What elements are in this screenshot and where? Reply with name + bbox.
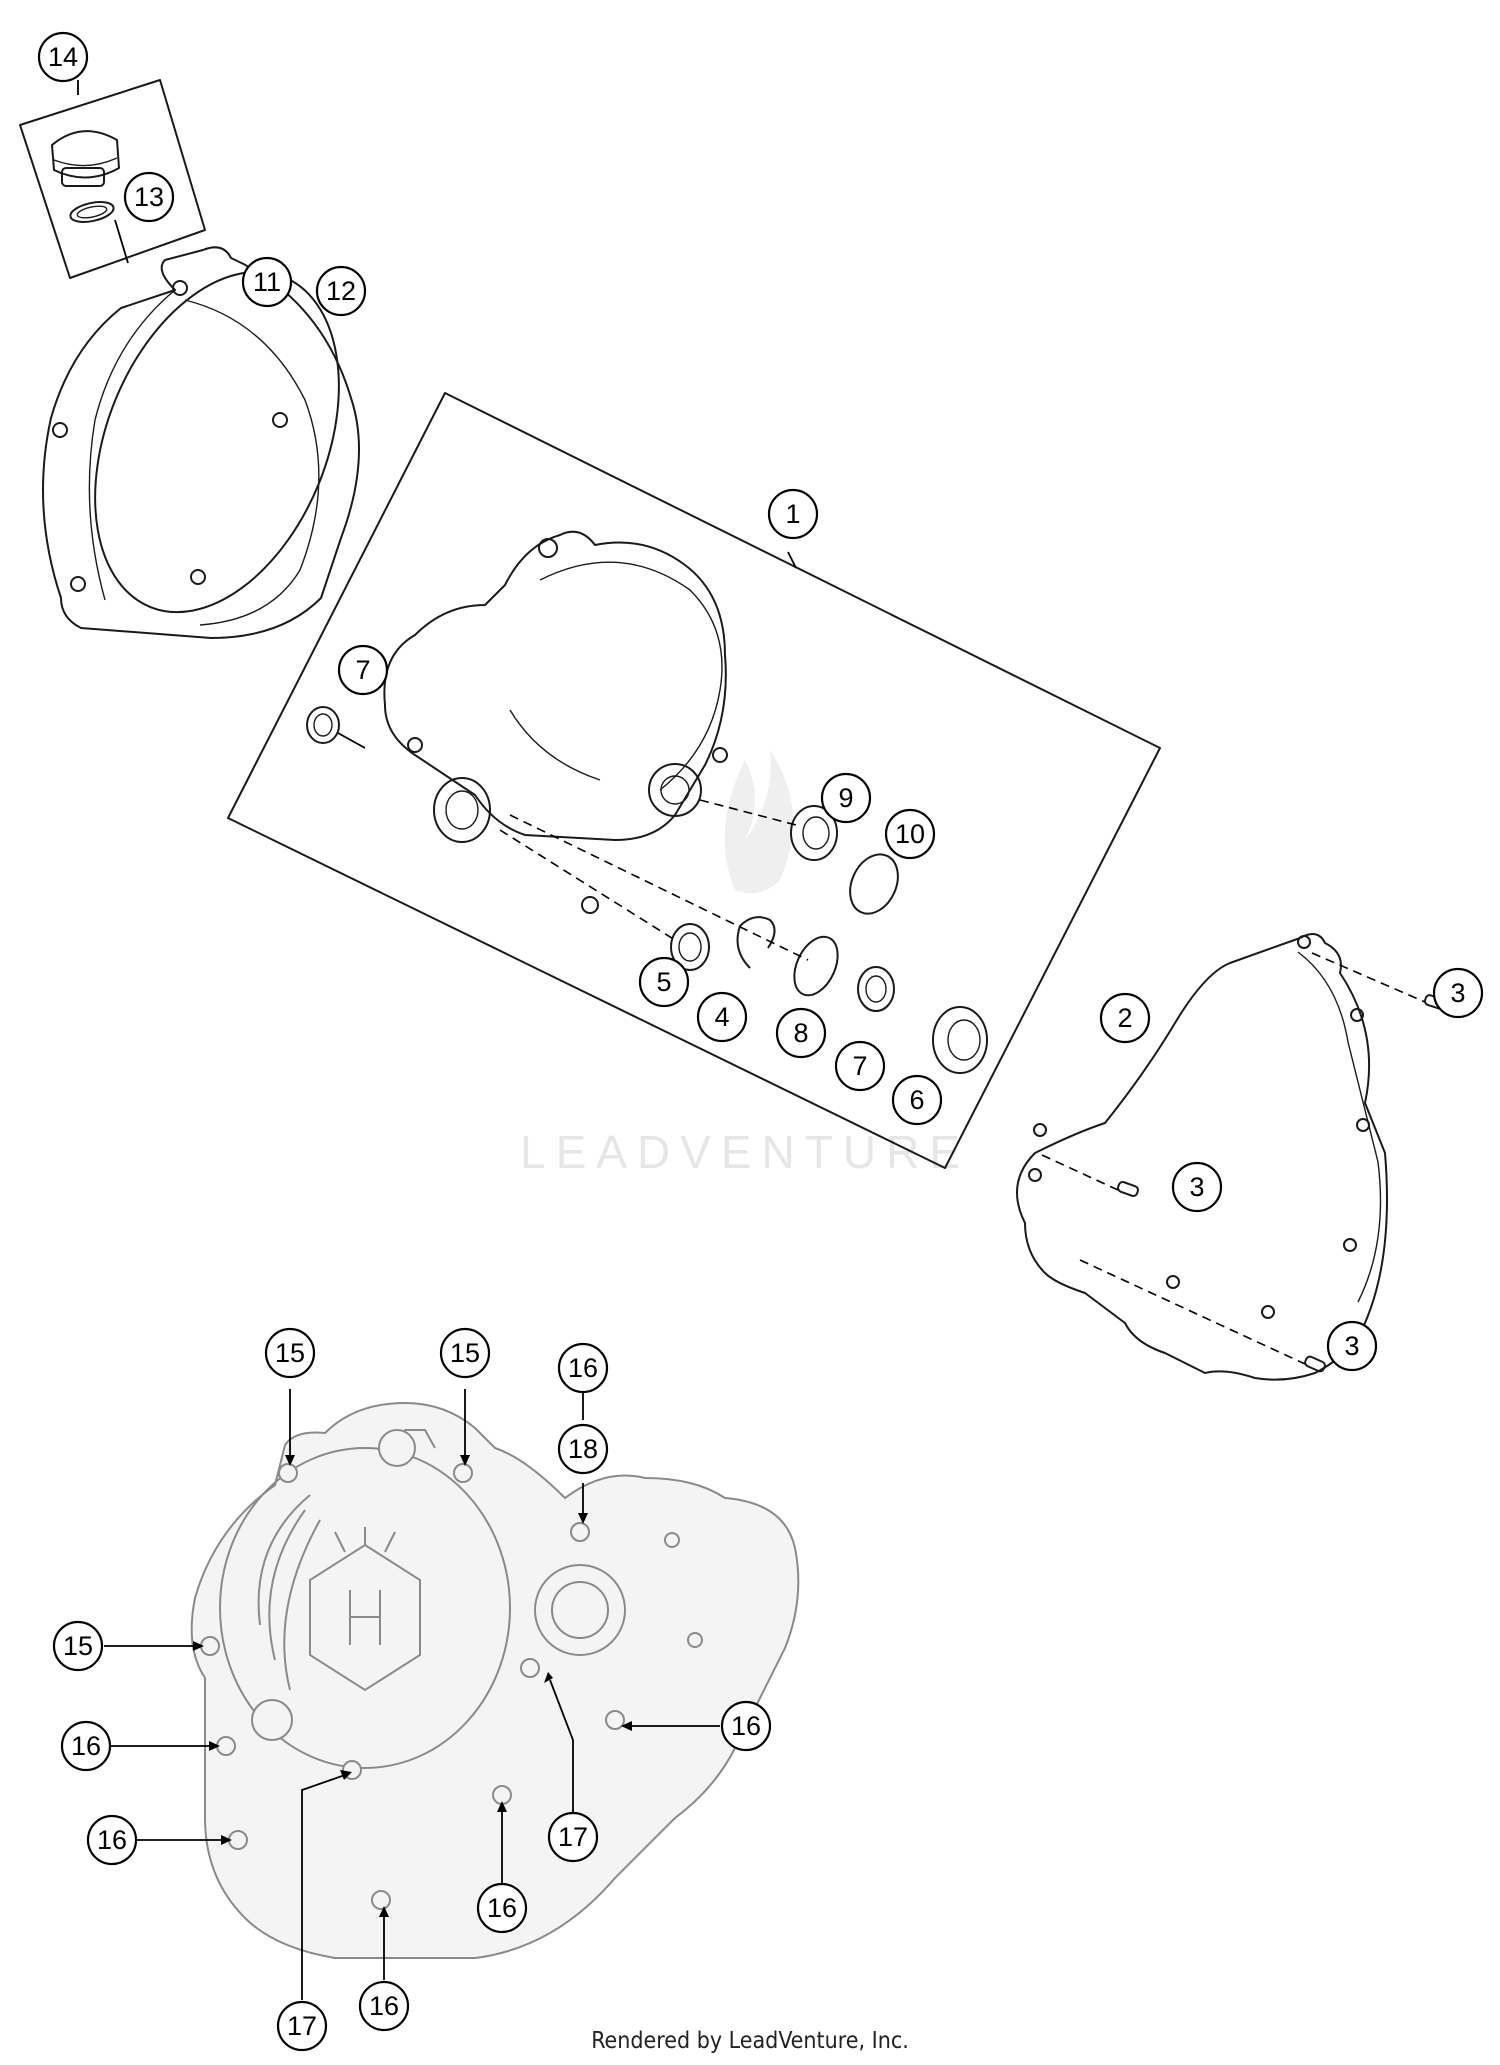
svg-text:18: 18 (568, 1434, 598, 1464)
callout-3-top[interactable]: 3 (1432, 967, 1484, 1019)
callout-6[interactable]: 6 (891, 1074, 943, 1126)
callout-16-bottom[interactable]: 16 (358, 1980, 410, 2032)
leader-lines (104, 1389, 720, 2000)
svg-text:5: 5 (656, 967, 671, 997)
svg-text:16: 16 (731, 1711, 761, 1741)
svg-text:16: 16 (97, 1825, 127, 1855)
svg-text:3: 3 (1189, 1172, 1204, 1202)
svg-text:17: 17 (287, 2011, 317, 2041)
callout-16-left-lower[interactable]: 16 (86, 1814, 138, 1866)
callout-10[interactable]: 10 (884, 808, 936, 860)
callout-14[interactable]: 14 (37, 31, 89, 83)
svg-text:14: 14 (48, 42, 78, 72)
callout-17-right[interactable]: 17 (547, 1811, 599, 1863)
watermark-text: LEADVENTURE (520, 1126, 970, 1178)
assembled-clutch-cover (190, 1401, 800, 1959)
circlip-4 (736, 916, 776, 969)
callout-13[interactable]: 13 (123, 171, 175, 223)
svg-text:16: 16 (71, 1731, 101, 1761)
svg-text:4: 4 (714, 1002, 729, 1032)
bearing-9 (790, 805, 838, 861)
bearing-6 (932, 1006, 988, 1074)
callout-8[interactable]: 8 (775, 1007, 827, 1059)
o-ring-13 (69, 201, 115, 223)
watermark: LEADVENTURE (520, 750, 970, 1178)
callout-15-right[interactable]: 15 (439, 1327, 491, 1379)
callout-9[interactable]: 9 (820, 772, 872, 824)
gasket-2 (1016, 933, 1388, 1381)
svg-text:16: 16 (487, 1893, 517, 1923)
callout-18[interactable]: 18 (557, 1423, 609, 1475)
seal-5 (670, 923, 710, 971)
svg-text:7: 7 (852, 1051, 867, 1081)
callout-16-left-upper[interactable]: 16 (60, 1720, 112, 1772)
svg-text:6: 6 (909, 1085, 924, 1115)
callout-15-left[interactable]: 15 (264, 1327, 316, 1379)
svg-text:1: 1 (785, 499, 800, 529)
svg-text:2: 2 (1117, 1003, 1132, 1033)
callout-7-upper[interactable]: 7 (337, 644, 389, 696)
svg-text:15: 15 (275, 1338, 305, 1368)
svg-text:15: 15 (450, 1338, 480, 1368)
svg-text:10: 10 (895, 819, 925, 849)
seal-7-upper (306, 706, 340, 744)
svg-text:16: 16 (369, 1991, 399, 2021)
seal-7-lower (857, 966, 895, 1012)
kit-box-1 (227, 392, 1161, 1169)
svg-text:3: 3 (1344, 1331, 1359, 1361)
retaining-ring-10 (849, 853, 899, 915)
outer-clutch-cover (42, 246, 360, 639)
svg-text:13: 13 (134, 182, 164, 212)
svg-text:16: 16 (568, 1353, 598, 1383)
svg-text:12: 12 (326, 276, 356, 306)
svg-text:17: 17 (558, 1822, 588, 1852)
inner-clutch-cover (383, 530, 728, 914)
callout-5[interactable]: 5 (638, 956, 690, 1008)
svg-text:15: 15 (63, 1631, 93, 1661)
svg-text:7: 7 (355, 655, 370, 685)
callout-16-center[interactable]: 16 (476, 1882, 528, 1934)
svg-text:11: 11 (253, 267, 281, 297)
svg-text:9: 9 (838, 783, 853, 813)
callout-12[interactable]: 12 (315, 265, 367, 317)
callout-7-lower[interactable]: 7 (834, 1040, 886, 1092)
callout-17-left[interactable]: 17 (276, 2000, 328, 2052)
callout-4[interactable]: 4 (696, 991, 748, 1043)
circlip-8 (793, 935, 839, 997)
svg-text:8: 8 (793, 1018, 808, 1048)
callout-3-bottom[interactable]: 3 (1326, 1320, 1378, 1372)
part-group-filler-plug (19, 79, 206, 279)
callout-1[interactable]: 1 (767, 488, 819, 540)
callout-15-side[interactable]: 15 (52, 1620, 104, 1672)
callout-3-middle[interactable]: 3 (1171, 1161, 1223, 1213)
callout-16-top[interactable]: 16 (557, 1342, 609, 1394)
callout-16-right[interactable]: 16 (720, 1700, 772, 1752)
callout-11[interactable]: 11 (241, 256, 293, 308)
svg-text:3: 3 (1450, 978, 1465, 1008)
footer-credit: Rendered by LeadVenture, Inc. (591, 2028, 909, 2054)
callout-2[interactable]: 2 (1099, 992, 1151, 1044)
oil-filler-plug (51, 130, 120, 187)
husqvarna-logo-icon (309, 1527, 421, 1692)
